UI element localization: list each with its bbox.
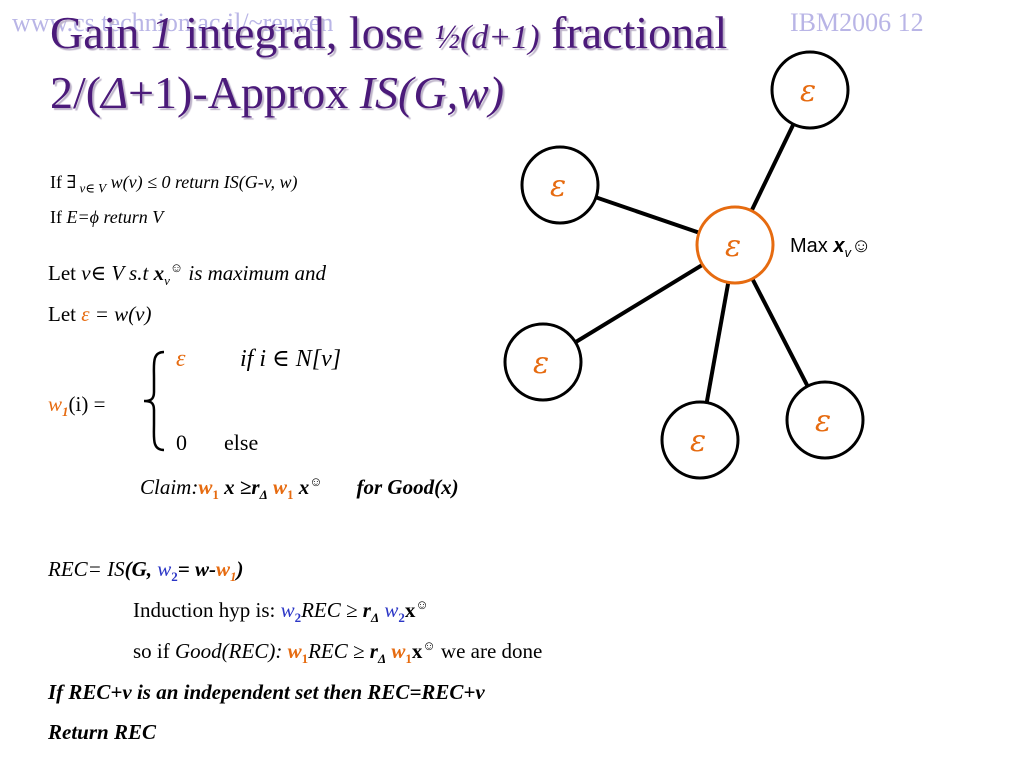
let-epsilon-line: Let ε = w(v) [48, 302, 152, 326]
node-epsilon-label: ε [533, 346, 549, 381]
left-brace [143, 350, 165, 452]
header-url: www.cs.technion.ac.il/~reuven [12, 8, 334, 37]
induction-line: Induction hyp is: w2REC ≥ rΔ w2x☺ [133, 597, 429, 626]
node-epsilon-label: ε [690, 424, 706, 459]
let-v-line: Let v∈ V s.t xv☺ is maximum and [48, 260, 327, 289]
graph-node [785, 380, 865, 460]
claim-line: Claim:w1 x ≥rΔ w1 x☺for Good(x) [140, 474, 459, 503]
return-rec-line: Return REC [48, 720, 156, 744]
node-epsilon-label: ε [550, 169, 566, 204]
graph-node [520, 145, 600, 225]
w1-definition: w1(i) = [48, 392, 106, 420]
graph-center-node [695, 205, 775, 285]
slide-title-line1: Gain 1 integral, lose ½(d+1) fractional [50, 7, 728, 58]
node-epsilon-label: ε [800, 74, 816, 109]
independent-set-line: If REC+v is an independent set then REC=… [48, 680, 485, 704]
so-if-line: so if Good(REC): w1REC ≥ rΔ w1x☺ we are … [133, 638, 543, 667]
header-slide-number: IBM2006 12 [790, 8, 924, 37]
slide-title-line2: 2/(Δ+1)-Approx IS(G,w) [50, 67, 505, 118]
max-x-label: Max xv☺ [790, 235, 872, 260]
center-epsilon-label: ε [725, 229, 741, 264]
graph-node [660, 400, 740, 480]
node-epsilon-label: ε [815, 404, 831, 439]
graph-node [503, 322, 583, 402]
rec-line: REC= IS(G, w2= w-w1) [48, 557, 244, 585]
graph-node [770, 50, 850, 130]
if-negative-weight-line: If ∃ v∈ V w(v) ≤ 0 return IS(G-v, w) [50, 172, 298, 196]
if-empty-edges-line: If E=ϕ return V [50, 207, 164, 227]
